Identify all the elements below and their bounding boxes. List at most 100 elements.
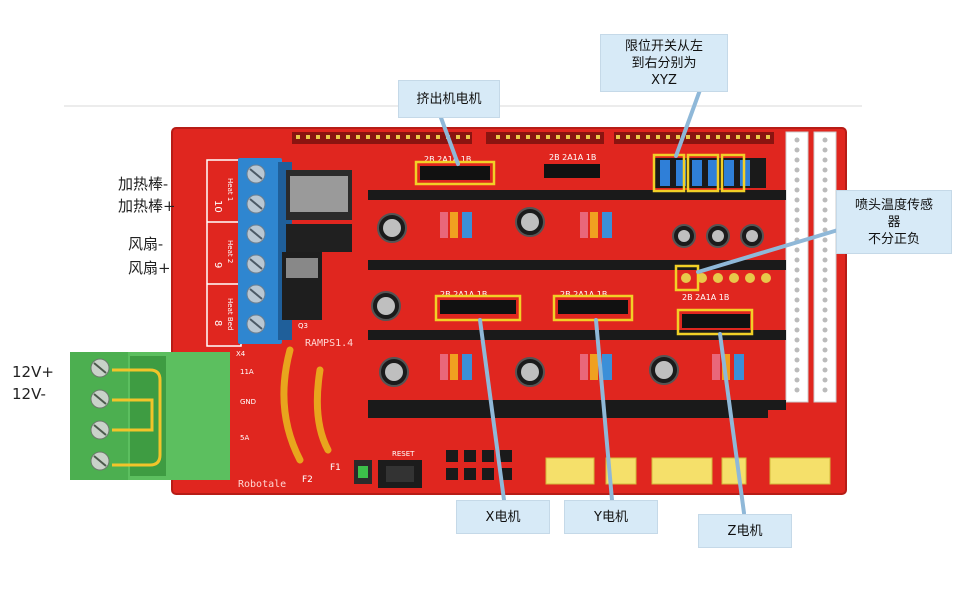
header-pin [794, 367, 800, 373]
highlight-endstop-y [686, 153, 720, 193]
header-pin [346, 135, 350, 139]
thermistor-pin [761, 273, 771, 283]
jumper-orange [590, 354, 598, 380]
callout-x-motor: X电机 [456, 500, 550, 534]
header-pin [794, 277, 800, 283]
pin-label-e1: 2B 2A1A 1B [549, 153, 596, 162]
header-pin [822, 287, 828, 293]
header-pin [576, 135, 580, 139]
header-pin [766, 135, 770, 139]
header-pin [822, 247, 828, 253]
header-pin [736, 135, 740, 139]
pin-label-y: 2B 2A1A 1B [560, 290, 607, 299]
thermistor-pin [681, 273, 691, 283]
silk-11a: 11A [240, 368, 254, 376]
screw-slot [93, 393, 107, 405]
header-pin [456, 135, 460, 139]
jumper-blue [462, 354, 472, 380]
highlight-boxes [414, 153, 754, 336]
green-terminal-screws [90, 358, 110, 471]
header-pin [794, 247, 800, 253]
yellow-header [769, 457, 831, 485]
highlight-y-motor [552, 294, 634, 322]
header-pin [316, 135, 320, 139]
screw-slot [249, 228, 263, 240]
header-pin [726, 135, 730, 139]
header-pin [536, 135, 540, 139]
header-pin [822, 137, 828, 143]
highlight-endstop-z [720, 153, 746, 193]
aux-pin [464, 450, 476, 462]
header-pin [306, 135, 310, 139]
header-pin [822, 367, 828, 373]
aux-pin [446, 450, 458, 462]
callout-endstops: 限位开关从左 到右分别为 XYZ [600, 34, 728, 92]
endstop-pin [660, 160, 670, 186]
header-pin [794, 207, 800, 213]
header-pin [616, 135, 620, 139]
pin-label-e0: 2B 2A1A 1B [424, 155, 471, 164]
header-pin [822, 177, 828, 183]
jumper-pink [440, 354, 448, 380]
header-pin [822, 147, 828, 153]
header-pin [416, 135, 420, 139]
jumper-pink [580, 354, 588, 380]
jumper-blue [602, 212, 612, 238]
label-heat-minus: 加热棒- [118, 175, 169, 193]
callout-thermistor-line1: 喷头温度传感 [854, 197, 933, 213]
endstop-pin [692, 160, 702, 186]
header-pin [822, 197, 828, 203]
header-pin [676, 135, 680, 139]
header-pin [296, 135, 300, 139]
header-pin [822, 347, 828, 353]
header-pin [794, 377, 800, 383]
screw-slot [249, 318, 263, 330]
header-pin [822, 317, 828, 323]
header-pin [716, 135, 720, 139]
header-pin [822, 227, 828, 233]
driver-headers [368, 190, 786, 418]
header-pin [794, 157, 800, 163]
bottom-yellow-headers [545, 457, 831, 485]
header-pin [366, 135, 370, 139]
header-pin [794, 327, 800, 333]
blue-terminal-screws [246, 164, 266, 334]
header-pin [686, 135, 690, 139]
callout-extruder-text: 挤出机电机 [416, 91, 482, 107]
label-12v-minus: 12V- [12, 385, 46, 403]
header-pin [794, 387, 800, 393]
capacitor-top [383, 219, 401, 237]
header-pin [566, 135, 570, 139]
header-pin [822, 357, 828, 363]
header-pin [822, 257, 828, 263]
terminal-number-8: 8 [212, 320, 223, 326]
top-header-pins [296, 135, 770, 139]
callout-y-text: Y电机 [594, 509, 628, 525]
capacitor-top [678, 230, 690, 242]
silk-5a: 5A [240, 434, 249, 442]
header-pin [556, 135, 560, 139]
header-pin [822, 217, 828, 223]
aux-pin [500, 468, 512, 480]
silk-x4: X4 [236, 350, 246, 358]
jumper-orange [590, 212, 598, 238]
capacitor-top [746, 230, 758, 242]
header-pin [746, 135, 750, 139]
pin-label-z: 2B 2A1A 1B [682, 293, 729, 302]
capacitor-top [377, 297, 395, 315]
header-pin [794, 227, 800, 233]
yellow-header [721, 457, 747, 485]
terminal-label-strip [206, 159, 242, 347]
terminal-heat1-label: Heat 1 [226, 178, 234, 201]
header-pin [666, 135, 670, 139]
aux-pin [482, 468, 494, 480]
endstop-pin [724, 160, 734, 186]
reset-button [354, 460, 422, 488]
highlight-z-motor [676, 308, 754, 336]
header-pin [406, 135, 410, 139]
header-pin [822, 237, 828, 243]
header-pin [506, 135, 510, 139]
header-pin [376, 135, 380, 139]
callout-thermistor-line3: 不分正负 [867, 231, 920, 247]
